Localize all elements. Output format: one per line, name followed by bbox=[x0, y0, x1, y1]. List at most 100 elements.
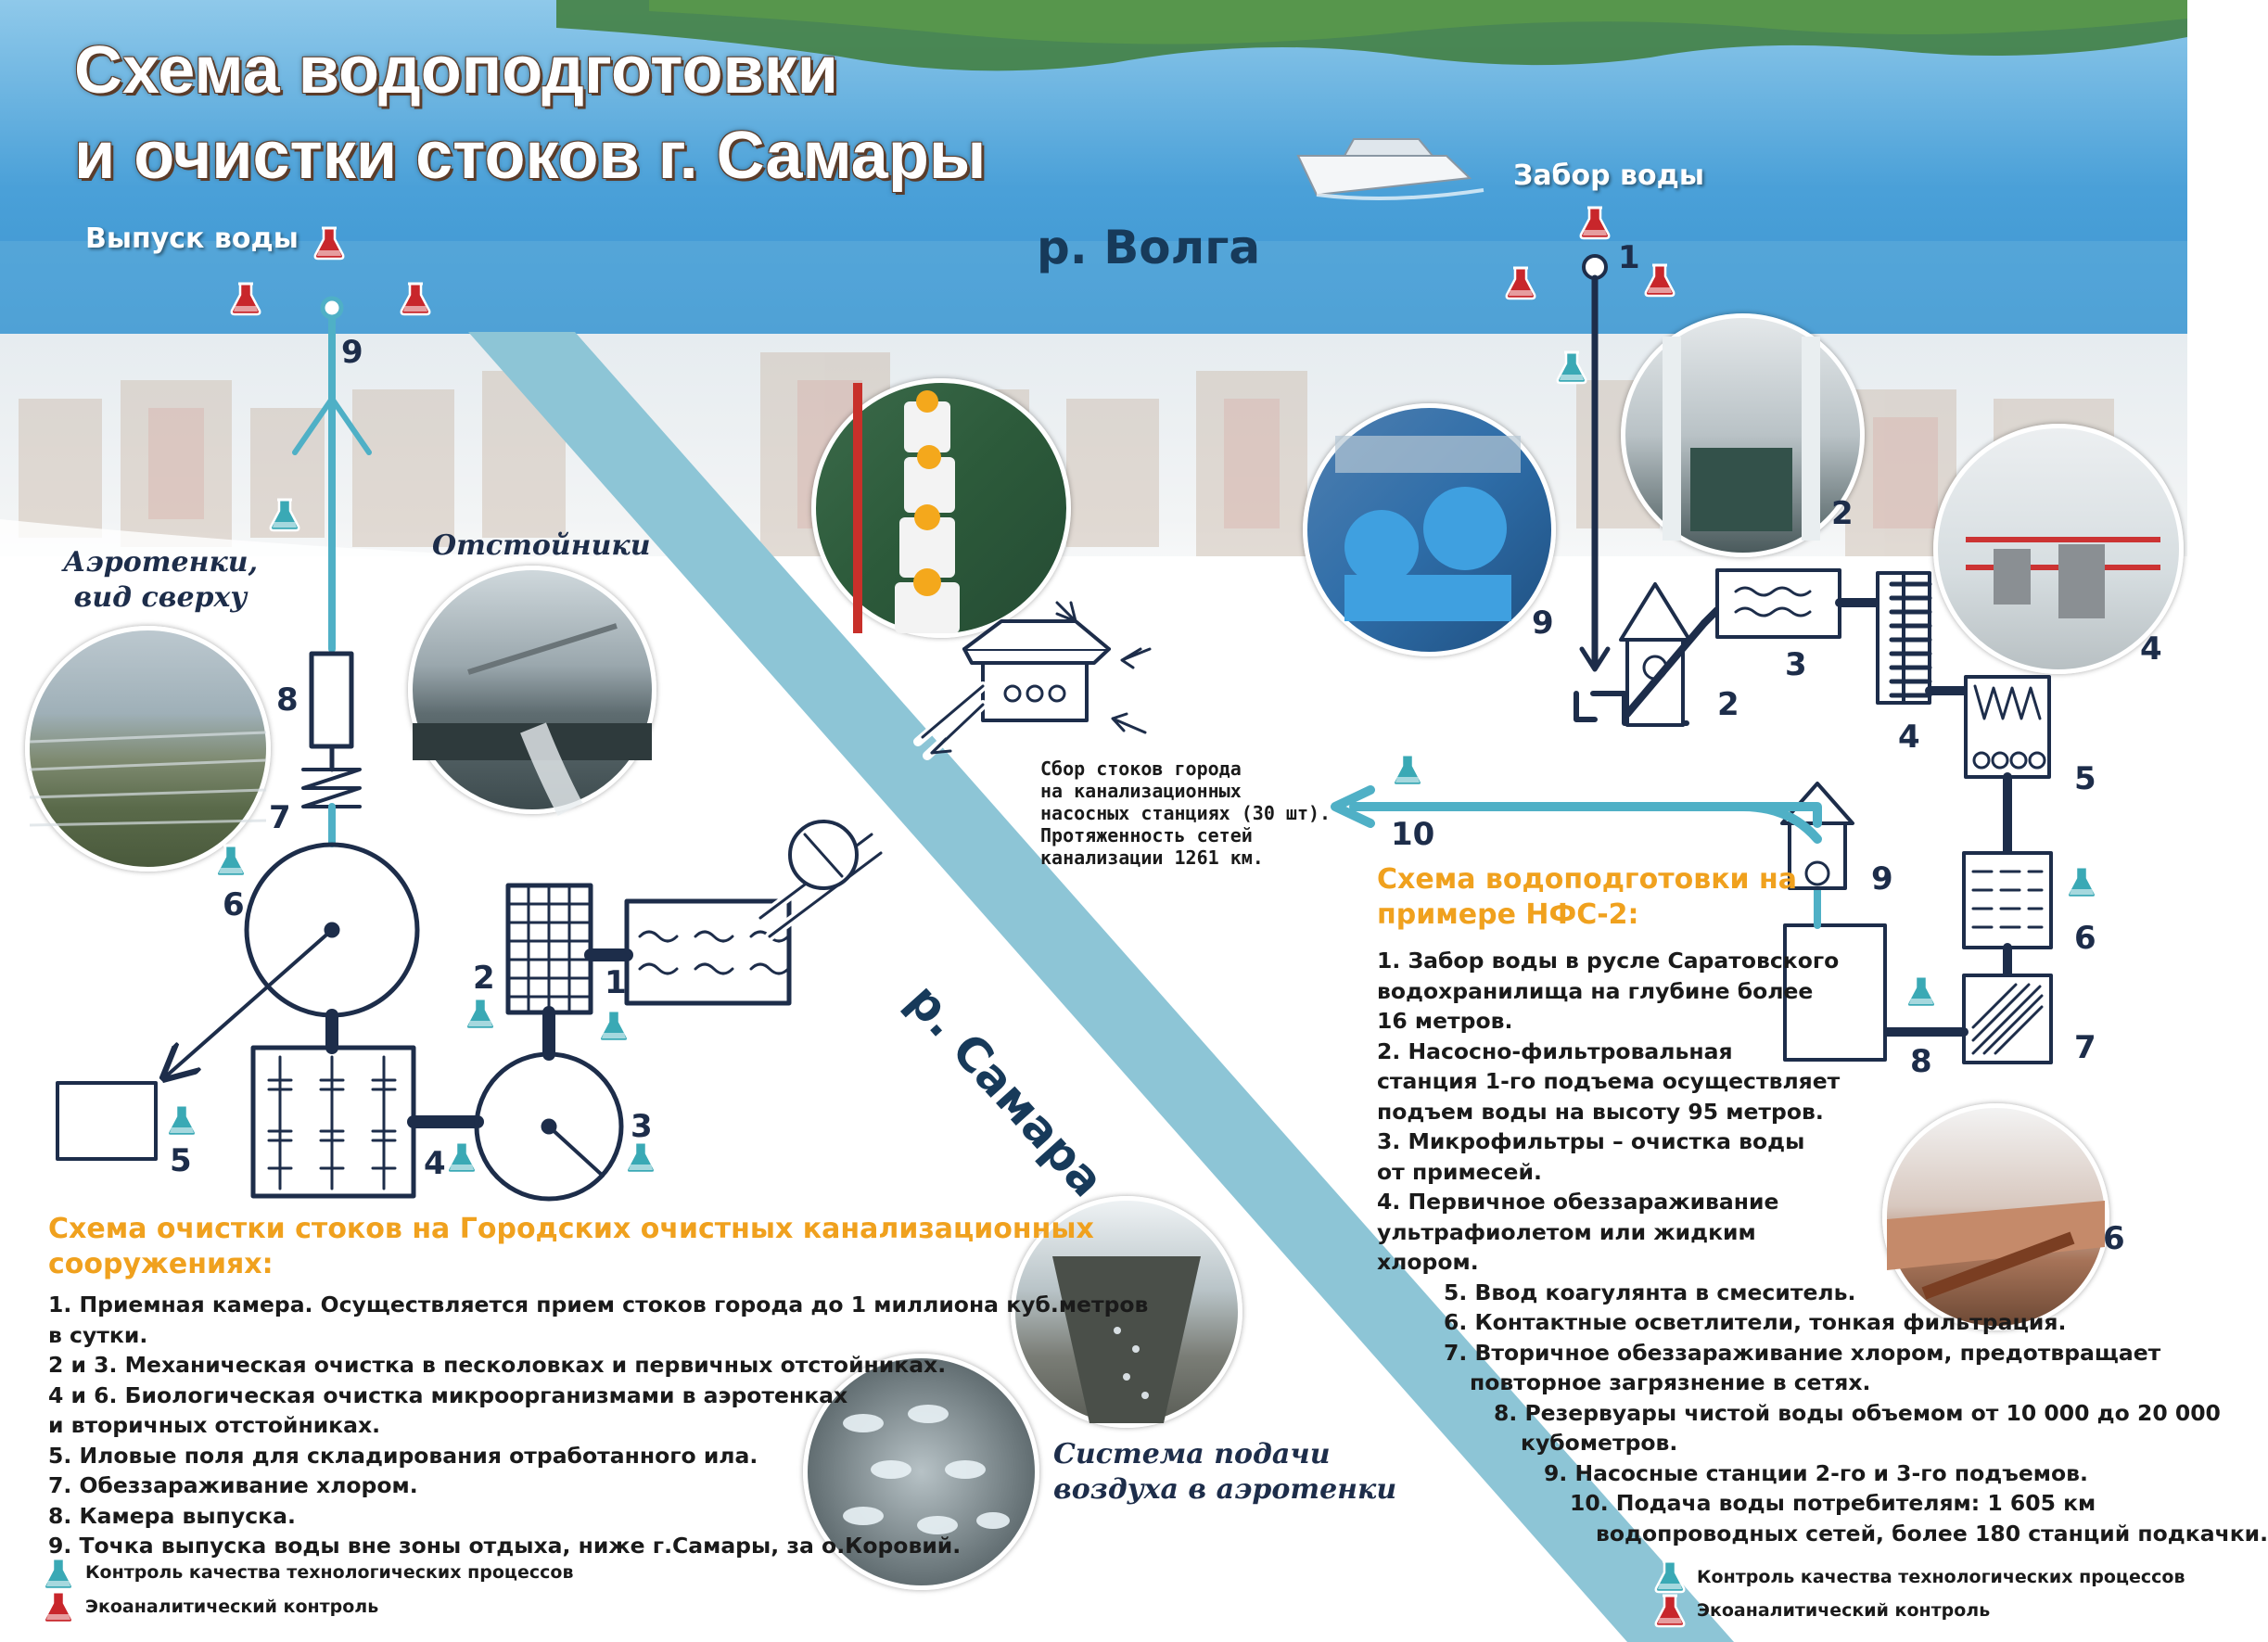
boat-icon bbox=[1296, 138, 1484, 200]
label-num-10-right: 10 bbox=[1391, 816, 1435, 853]
caption-line: воздуха в аэротенки bbox=[1053, 1473, 1397, 1506]
microfilter bbox=[1715, 568, 1841, 639]
list-item: 16 метров. bbox=[1377, 1008, 1513, 1034]
label-num-4-right: 4 bbox=[1898, 719, 1920, 756]
legend-eco-right: Экоаналитический контроль bbox=[1697, 1600, 1991, 1621]
list-item: кубометров. bbox=[1521, 1430, 1678, 1456]
list-item: 7. Вторичное обеззараживание хлором, пре… bbox=[1444, 1339, 2161, 1366]
list-item: 5. Ввод коагулянта в смеситель. bbox=[1444, 1279, 1856, 1305]
note-line: насосных станциях (30 шт). bbox=[1040, 802, 1331, 824]
list-item: 4 и 6. Биологическая очистка микрооргани… bbox=[48, 1381, 848, 1408]
label-num-6-photo: 6 bbox=[2103, 1220, 2125, 1257]
clean-water-reservoir bbox=[1783, 923, 1887, 1062]
label-num-6-left: 6 bbox=[223, 886, 245, 923]
note-line: Протяженность сетей bbox=[1040, 824, 1253, 846]
title-line-2: и очистки стоков г. Самары bbox=[74, 119, 987, 193]
photo-aerators bbox=[803, 1354, 1039, 1590]
note-line: Сбор стоков города bbox=[1040, 757, 1242, 780]
water-treatment-heading: Схема водоподготовки на примере НФС-2: bbox=[1377, 862, 1797, 933]
list-item: и вторичных отстойниках. bbox=[48, 1412, 381, 1438]
list-item: 9. Насосные станции 2-го и 3-го подъемов… bbox=[1544, 1459, 2088, 1486]
label-num-9-right: 9 bbox=[1871, 860, 1893, 897]
wastewater-heading: Схема очистки стоков на Городских очистн… bbox=[48, 1212, 1148, 1282]
list-item: ультрафиолетом или жидким bbox=[1377, 1218, 1756, 1245]
aerotanks-caption: Аэротенки, вид сверху bbox=[63, 545, 258, 616]
list-item: 1. Забор воды в русле Саратовского bbox=[1377, 948, 1840, 974]
settlers-caption: Отстойники bbox=[432, 529, 651, 562]
heading-line: примере НФС-2: bbox=[1377, 898, 1639, 931]
legend-process-left: Контроль качества технологических процес… bbox=[85, 1562, 574, 1583]
label-num-8-right: 8 bbox=[1910, 1043, 1932, 1080]
list-item: 2. Насосно-фильтровальная bbox=[1377, 1037, 1733, 1064]
wastewater-section: Схема очистки стоков на Городских очистн… bbox=[48, 1212, 1148, 1561]
photo-station-2 bbox=[1621, 313, 1865, 557]
contact-clarifier bbox=[1962, 851, 2053, 949]
label-num-7-left: 7 bbox=[269, 799, 291, 836]
discharge-label: Выпуск воды bbox=[85, 223, 299, 255]
diagram-lines bbox=[56, 254, 2053, 1202]
list-item: 3. Микрофильтры – очистка воды bbox=[1377, 1128, 1805, 1154]
list-item: 4. Первичное обеззараживание bbox=[1377, 1189, 1779, 1215]
caption-line: Аэротенки, bbox=[63, 546, 259, 579]
page-title: Схема водоподготовки и очистки стоков г.… bbox=[74, 28, 986, 198]
list-item: 2 и 3. Механическая очистка в песколовка… bbox=[48, 1352, 947, 1378]
label-num-4-left: 4 bbox=[424, 1145, 446, 1182]
samara-river bbox=[468, 332, 1734, 1642]
label-num-3-right: 3 bbox=[1785, 646, 1807, 683]
caption-line: вид сверху bbox=[73, 581, 248, 614]
label-num-1-left: 1 bbox=[605, 964, 627, 1001]
air-system-caption: Система подачи воздуха в аэротенки bbox=[1053, 1437, 1396, 1508]
list-item: 8. Камера выпуска. bbox=[48, 1502, 296, 1529]
label-num-3-left: 3 bbox=[631, 1108, 653, 1145]
wastewater-list: 1. Приемная камера. Осуществляется прием… bbox=[48, 1290, 1148, 1561]
list-item: подъем воды на высоту 95 метров. bbox=[1377, 1098, 1824, 1125]
list-item: 8. Резервуары чистой воды объемом от 10 … bbox=[1494, 1399, 2221, 1426]
label-num-5-left: 5 bbox=[170, 1142, 192, 1179]
photo-air-tank bbox=[1011, 1196, 1242, 1428]
list-item: от примесей. bbox=[1377, 1158, 1542, 1185]
label-num-2-left: 2 bbox=[473, 960, 495, 997]
label-num-1-right: 1 bbox=[1618, 239, 1640, 276]
list-item: 9. Точка выпуска воды вне зоны отдыха, н… bbox=[48, 1533, 962, 1559]
list-item: 5. Иловые поля для складирования отработ… bbox=[48, 1442, 758, 1469]
caption-line: Система подачи bbox=[1053, 1438, 1331, 1470]
note-line: на канализационных bbox=[1040, 780, 1242, 802]
photo-pumps-9 bbox=[1303, 403, 1556, 656]
photo-pump-station bbox=[811, 378, 1071, 638]
heading-line: Схема очистки стоков на Городских очистн… bbox=[48, 1213, 1094, 1245]
heading-line: сооружениях: bbox=[48, 1248, 274, 1280]
list-item: повторное загрязнение в сетях. bbox=[1470, 1369, 1871, 1395]
list-item: водохранилища на глубине более bbox=[1377, 977, 1814, 1004]
list-item: 10. Подача воды потребителям: 1 605 км bbox=[1570, 1490, 2096, 1516]
list-item: водопроводных сетей, более 180 станций п… bbox=[1596, 1520, 2268, 1547]
note-line: канализации 1261 км. bbox=[1040, 846, 1264, 869]
list-item: 1. Приемная камера. Осуществляется прием… bbox=[48, 1292, 1149, 1317]
list-item: в сутки. bbox=[48, 1321, 148, 1348]
label-num-4-photo: 4 bbox=[2140, 630, 2162, 668]
title-line-1: Схема водоподготовки bbox=[74, 33, 839, 108]
photo-aerotanks bbox=[25, 626, 271, 872]
label-num-9-photo: 9 bbox=[1532, 605, 1554, 642]
label-num-9-left: 9 bbox=[341, 334, 363, 371]
list-item: 6. Контактные осветлители, тонкая фильтр… bbox=[1444, 1309, 2067, 1335]
label-num-7-right: 7 bbox=[2074, 1029, 2096, 1066]
receiving-chamber bbox=[624, 898, 792, 1006]
photo-settlers bbox=[408, 566, 656, 816]
label-num-5-right: 5 bbox=[2074, 760, 2096, 797]
label-num-2-right: 2 bbox=[1717, 686, 1739, 723]
list-item: станция 1-го подъема осуществляет bbox=[1377, 1068, 1841, 1094]
water-treatment-list: 1. Забор воды в русле Саратовского водох… bbox=[1377, 946, 2268, 1548]
list-item: хлором. bbox=[1377, 1249, 1479, 1275]
volga-label: р. Волга bbox=[1037, 221, 1261, 274]
label-num-6-right: 6 bbox=[2074, 920, 2096, 957]
legend-eco-left: Экоаналитический контроль bbox=[85, 1597, 379, 1617]
sludge-field bbox=[56, 1081, 158, 1161]
intake-label: Забор воды bbox=[1513, 159, 1704, 192]
photo-filters-4 bbox=[1933, 424, 2184, 674]
photo-filters-6 bbox=[1882, 1103, 2109, 1330]
label-num-2-photo: 2 bbox=[1831, 495, 1854, 532]
collection-note: Сбор стоков города на канализационных на… bbox=[1040, 757, 1331, 869]
list-item: 7. Обеззараживание хлором. bbox=[48, 1472, 418, 1498]
legend-process-right: Контроль качества технологических процес… bbox=[1697, 1567, 2185, 1587]
